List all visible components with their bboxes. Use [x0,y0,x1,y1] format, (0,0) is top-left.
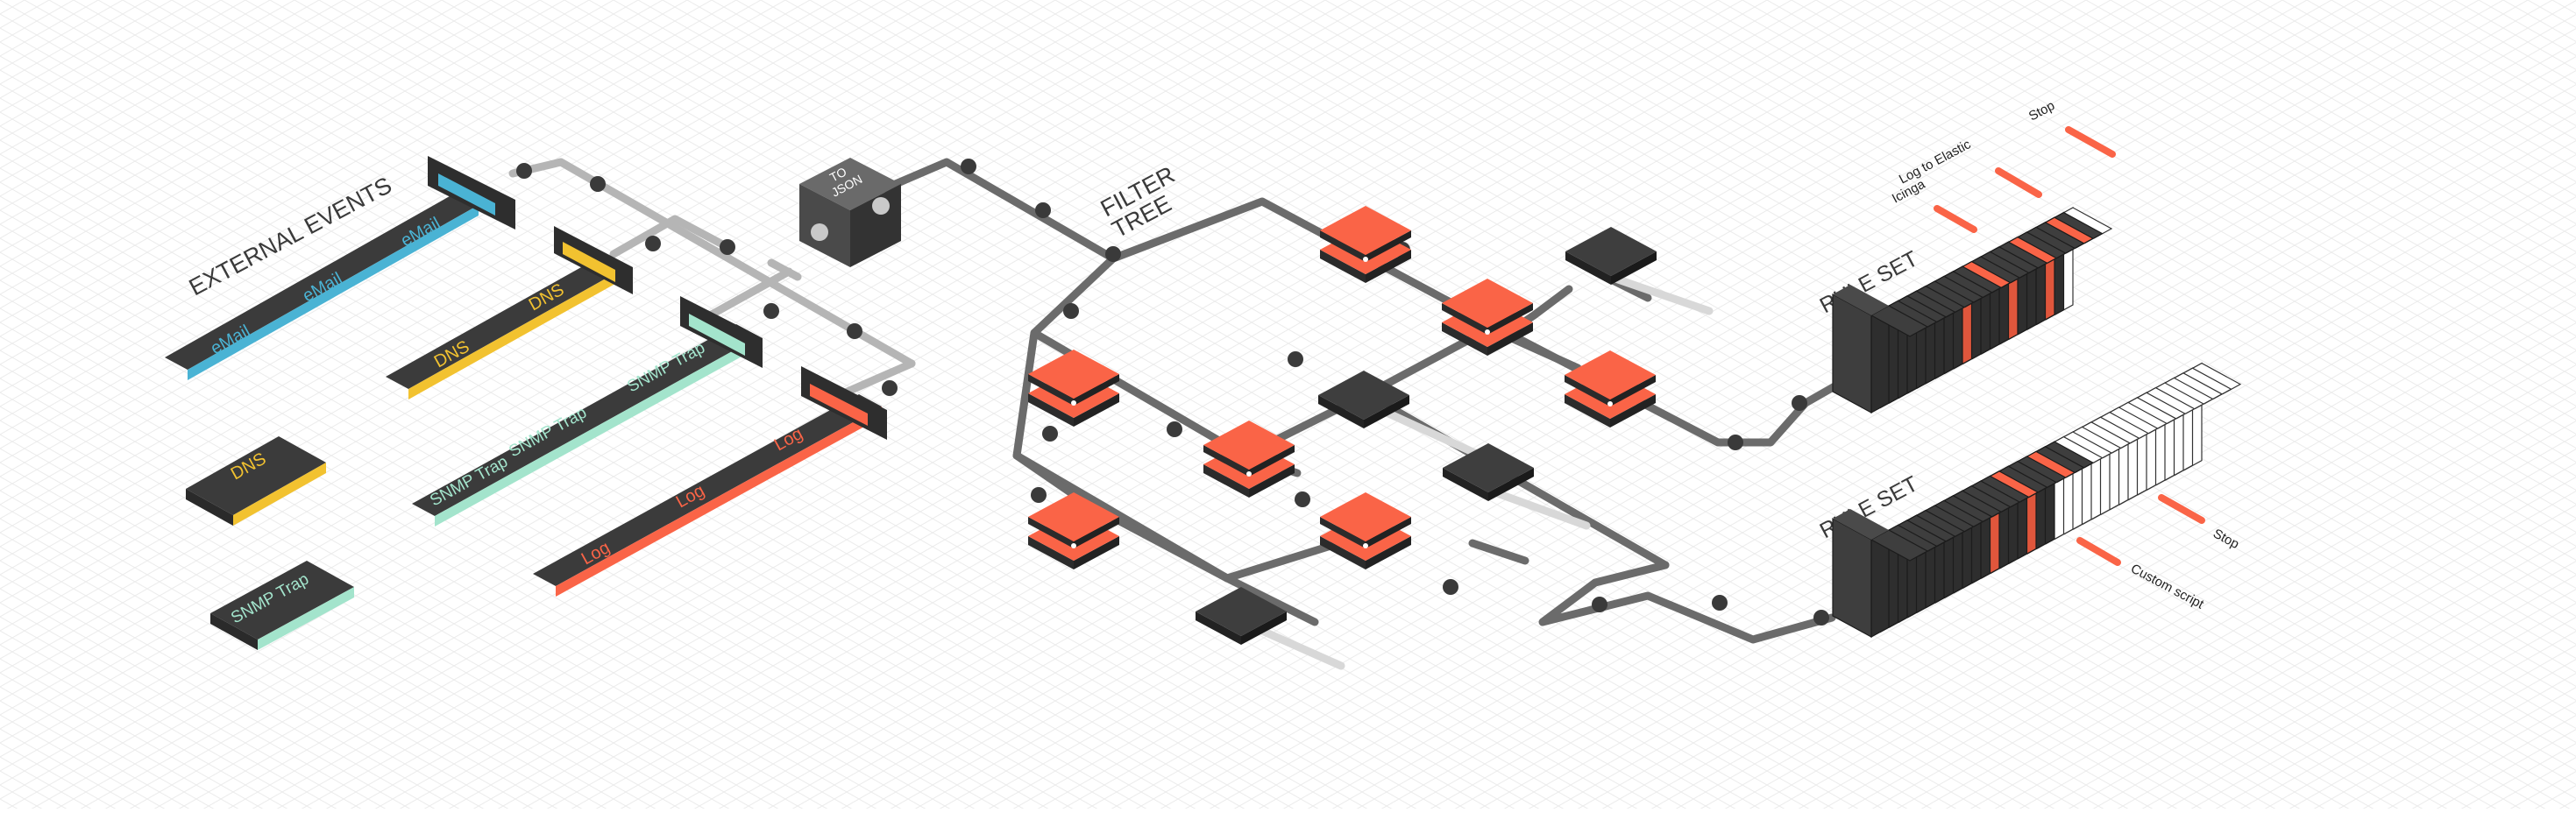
filter-node-side [1366,536,1411,569]
filter-node-light [1246,471,1252,477]
filter-node-side [1028,393,1074,427]
to-json-label-to: TO [827,164,849,184]
stop-action-dash-bottom [2158,494,2205,524]
output-block [1196,587,1287,645]
filter-node-side [1320,230,1366,262]
output-block-top [1196,587,1287,636]
filter-node-top [1028,492,1119,541]
snmp-stream: SNMP Trap SNMP Trap SNMP Trap [412,296,763,527]
rule-set-front-top [1833,509,1889,540]
output-block-top [1443,443,1534,492]
stop-action-dash [2065,126,2116,158]
rule-set-bottom [1832,362,2242,639]
filter-node-light [1071,400,1076,406]
filter-node [1028,350,1119,427]
rule-set-top [1832,206,2113,414]
output-block-side [1488,468,1534,501]
filter-node-light [1607,401,1613,406]
filter-node-side [1074,536,1119,569]
filter-node-side [1442,303,1487,335]
log-elastic-action-dash [1995,167,2042,198]
output-block-side [1565,251,1611,285]
filter-node-side [1366,230,1411,262]
filter-node-side [1366,250,1411,283]
filter-node-side [1203,445,1249,477]
filter-node-side [1487,322,1533,356]
filter-node-side [1565,375,1610,406]
filter-node-side [1074,517,1119,548]
filter-node [1028,492,1119,569]
filter-node-light [1071,543,1076,548]
filter-node-side [1442,322,1487,356]
filter-node-side [1074,374,1119,406]
filter-node-side [1487,303,1533,335]
filter-node-top [1565,350,1656,399]
filter-node-side [1028,517,1074,548]
filter-node-top [1320,206,1411,255]
icinga-action-dash [1934,205,1977,233]
filter-node-top [1203,421,1295,470]
filter-node-light [1363,257,1368,262]
snmp-event-tile: SNMP Trap [210,561,354,650]
pipe-junction-nodes [516,159,1829,626]
filter-node-side [1320,250,1366,283]
filter-node-side [1565,394,1610,428]
output-block-side [1611,251,1657,285]
output-block [1443,443,1534,501]
output-block [1565,227,1657,285]
rule-set-front-top [1833,285,1889,315]
output-block-top [1318,371,1409,420]
filter-node [1203,421,1295,498]
filter-node [1320,492,1411,569]
output-block-side [1318,395,1364,428]
output-block-top [1565,227,1657,276]
filter-node [1442,279,1533,356]
filter-node-light [1363,543,1368,548]
filter-node-light [1485,329,1490,335]
filter-node-side [1203,464,1249,498]
filter-node-side [1366,517,1411,548]
filter-node-top [1028,350,1119,399]
filter-node [1320,206,1411,283]
email-stream: eMail eMail eMail [165,156,515,380]
output-block [1318,371,1409,428]
filter-node-top [1320,492,1411,541]
output-block-side [1443,468,1488,501]
filter-node-side [1028,374,1074,406]
filter-node-side [1074,393,1119,427]
filter-node-side [1028,536,1074,569]
output-block-side [1241,612,1287,645]
filter-node-top [1442,279,1533,328]
filter-node-side [1610,394,1656,428]
filter-nodes [1028,206,1656,569]
output-block-side [1364,395,1409,428]
filter-node-side [1320,517,1366,548]
rule-set-front [1832,517,1872,639]
filter-node-side [1249,464,1295,498]
filter-node-side [1610,375,1656,406]
output-blocks [1196,227,1657,645]
custom-script-action-dash [2076,537,2121,566]
filter-node [1565,350,1656,428]
rule-set-front [1832,293,1872,414]
output-block-side [1196,612,1241,645]
to-json-converter-cube: TO JSON [799,158,901,267]
filter-node-side [1249,445,1295,477]
filter-node-side [1320,536,1366,569]
